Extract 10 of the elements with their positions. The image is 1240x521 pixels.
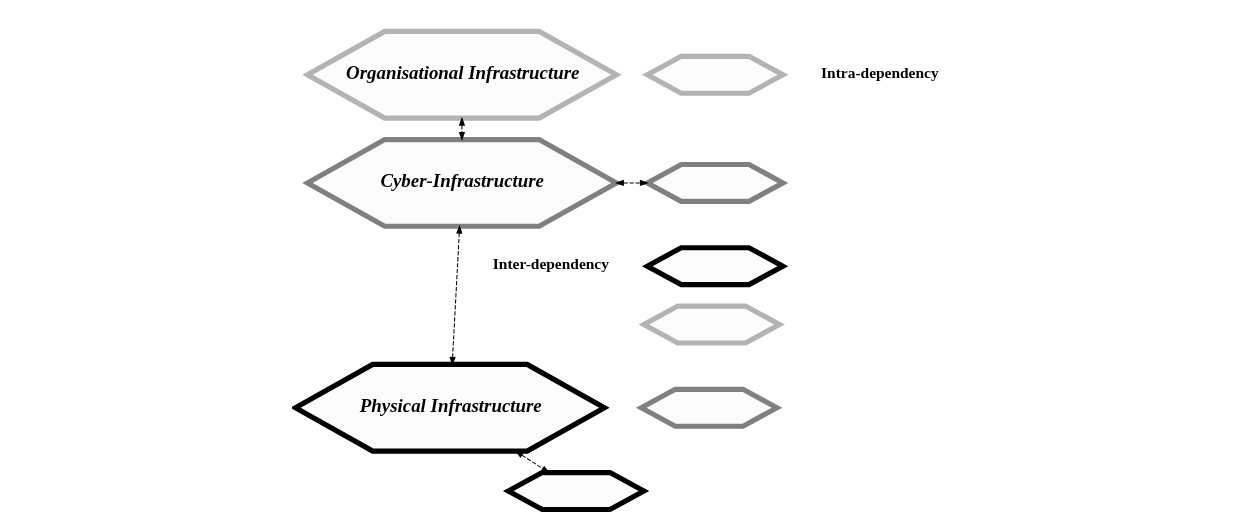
arrow (458, 116, 465, 141)
node-hexagon (641, 245, 788, 288)
label: Inter-dependency (492, 255, 609, 273)
label: Intra-dependency (820, 63, 939, 81)
arrow (514, 450, 550, 474)
node-hexagon (635, 386, 782, 429)
node-hexagon (502, 470, 649, 513)
arrow (614, 179, 649, 187)
node-hexagon (638, 303, 785, 346)
node-hexagon (641, 53, 788, 96)
